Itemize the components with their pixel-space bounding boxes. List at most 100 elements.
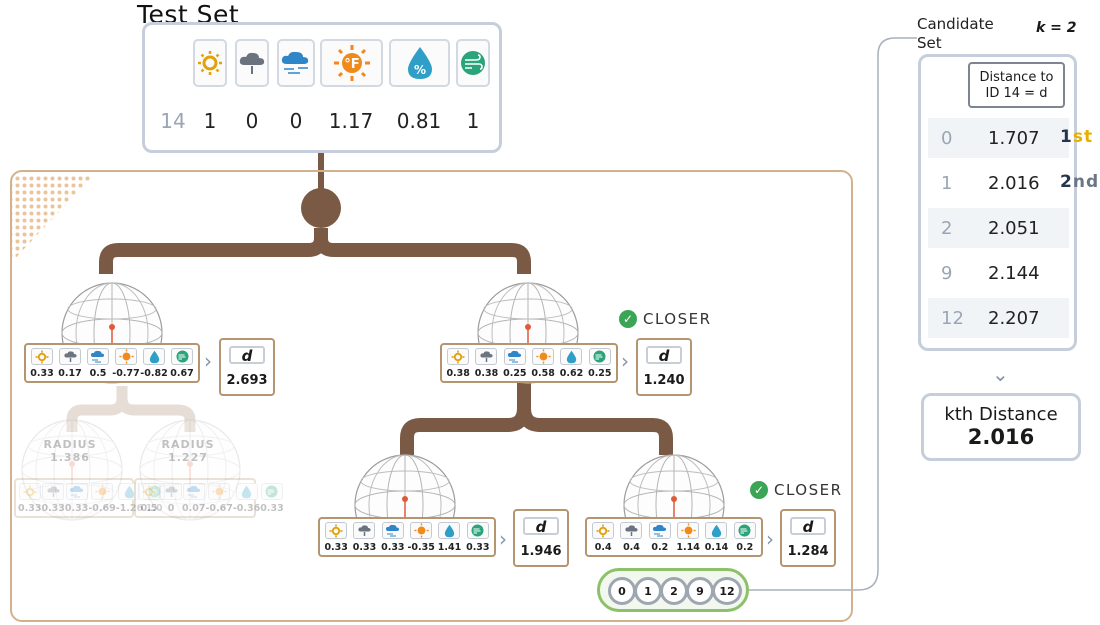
distance-box: d 1.284 (780, 509, 836, 567)
leaf-id: 2 (660, 577, 688, 605)
tree-frame (10, 170, 853, 622)
distance-symbol: d (523, 517, 559, 536)
rank-first: 1st (1060, 127, 1094, 147)
temperature-sun-icon: °F (320, 39, 383, 87)
sun-icon (325, 522, 348, 539)
feature-value: 1.0 (145, 503, 163, 514)
svg-text:%: % (413, 63, 425, 77)
windy-rain-icon (648, 522, 671, 539)
kth-distance-label: kth Distance (944, 404, 1058, 425)
feature-value: 0.67 (170, 368, 194, 379)
arrow-right-icon: › (766, 527, 774, 551)
humidity-drop-icon (705, 522, 728, 539)
windy-rain-icon (381, 522, 404, 539)
closer-badge: ✓ CLOSER (619, 310, 712, 328)
feature-value: 0.38 (446, 368, 470, 379)
k-label: k = 2 (1036, 20, 1077, 36)
test-set-value: 1 (203, 109, 217, 133)
feature-value: 0.5 (89, 368, 107, 379)
wind-icon (588, 348, 611, 365)
feature-value: 0.14 (704, 542, 729, 553)
feature-value: 0.33 (381, 542, 405, 553)
distance-symbol: d (229, 346, 265, 365)
leaf-id: 12 (712, 577, 742, 605)
feature-value: -0.35 (407, 542, 435, 553)
test-set-value: 0 (245, 109, 259, 133)
closer-badge: ✓ CLOSER (750, 481, 843, 499)
distance-value: 2.693 (226, 373, 268, 388)
windy-rain-icon (182, 483, 205, 500)
feature-value: 1.41 (437, 542, 462, 553)
rain-cloud-icon (59, 348, 81, 365)
humidity-drop-icon: % (389, 39, 450, 87)
rank-second: 2nd (1060, 172, 1100, 192)
test-set-value: 0 (289, 109, 303, 133)
wind-icon (260, 483, 283, 500)
kth-distance-value: 2.016 (967, 425, 1035, 449)
feature-value: -0.36 (232, 503, 261, 514)
feature-value: 0.25 (588, 368, 612, 379)
feature-value: 0.33 (64, 503, 89, 514)
test-set-id: 14 (160, 109, 186, 133)
feature-value: 0.17 (58, 368, 82, 379)
feature-value: 0.2 (736, 542, 754, 553)
temperature-sun-icon (410, 522, 433, 539)
svg-text:°F: °F (344, 57, 359, 72)
feature-value: 0.33 (41, 503, 65, 514)
leaf-id: 9 (686, 577, 714, 605)
windy-rain-icon (87, 348, 109, 365)
candidate-set-title: Candidate Set (917, 15, 994, 52)
sun-icon (138, 483, 160, 500)
feature-value: -0.82 (140, 368, 168, 379)
check-icon: ✓ (619, 310, 637, 328)
arrow-right-icon: › (499, 527, 507, 551)
feature-value: 0.33 (466, 542, 490, 553)
temperature-sun-icon (115, 348, 137, 365)
rain-cloud-icon (42, 483, 65, 500)
temperature-sun-icon (532, 348, 555, 365)
feature-value: -0.77 (112, 368, 140, 379)
distance-value: 1.284 (787, 544, 829, 559)
windy-rain-icon (277, 39, 315, 87)
feature-value: 0.62 (559, 368, 584, 379)
feature-value: 0.2 (651, 542, 669, 553)
feature-value: 0.4 (623, 542, 640, 553)
wind-icon (456, 39, 490, 87)
wind-icon (171, 348, 193, 365)
feature-value: 0.33 (352, 542, 377, 553)
feature-value: -0.67 (205, 503, 233, 514)
test-set-value: 1.17 (328, 109, 374, 133)
test-set-box: °F % 14 1 0 0 1.17 0.81 1 (142, 22, 502, 153)
temperature-sun-icon (91, 483, 114, 500)
test-set-value: 1 (466, 109, 480, 133)
feature-value: 0.33 (18, 503, 42, 514)
humidity-drop-icon (143, 348, 165, 365)
rain-cloud-icon (620, 522, 643, 539)
radius-label: RADIUS 1.386 (43, 438, 97, 464)
distance-box: d 2.693 (219, 338, 275, 396)
feature-value: 0.5 (140, 503, 158, 514)
sun-icon (592, 522, 615, 539)
distance-header: Distance to ID 14 = d (968, 62, 1065, 108)
feature-value: -1.26 (115, 503, 144, 514)
leaf-id-group: 0 1 2 9 12 (597, 568, 749, 612)
humidity-drop-icon (438, 522, 461, 539)
arrow-right-icon: › (621, 349, 629, 373)
distance-symbol: d (790, 517, 826, 536)
feature-value: 0.25 (503, 368, 527, 379)
wind-icon (143, 483, 166, 500)
chevron-down-icon: ⌄ (992, 362, 1009, 386)
leaf-id: 0 (608, 577, 636, 605)
feature-value: 1.14 (676, 542, 700, 553)
sun-icon (447, 348, 470, 365)
